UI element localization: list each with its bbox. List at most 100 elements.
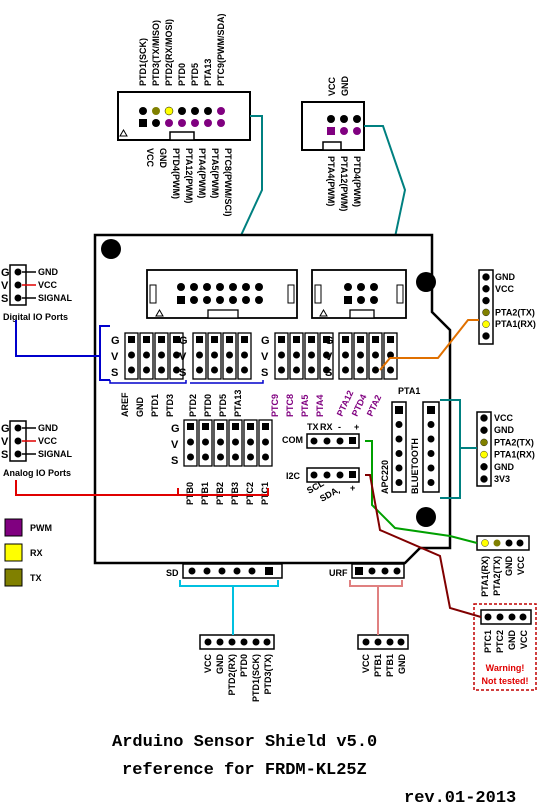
pin xyxy=(357,336,364,343)
pin xyxy=(480,475,488,483)
right-pin-label: PTA1(RX) xyxy=(480,556,490,597)
sd-header: SD xyxy=(166,563,283,579)
pin-label-bottom: PTA5(PWM) xyxy=(210,148,220,198)
right-pin-label: PTA1(RX) xyxy=(495,319,536,329)
analog-pin-label: PTC1 xyxy=(260,482,270,505)
sd-pin-label: GND xyxy=(215,654,225,675)
pin-label-top: PTD2(RX/MOSI) xyxy=(164,19,174,86)
urf-label: URF xyxy=(329,568,348,578)
pin xyxy=(247,438,254,446)
pin xyxy=(14,424,22,432)
pin xyxy=(293,336,300,343)
signal-label: VCC xyxy=(38,280,58,290)
pin xyxy=(226,336,233,343)
pin xyxy=(482,273,490,281)
pin-label-bottom: GND xyxy=(158,148,168,169)
pin-label-top: VCC xyxy=(327,76,337,96)
board-header-left xyxy=(146,269,298,319)
warning-line2: Not tested! xyxy=(482,676,529,686)
right-pin-label: PTA2(TX) xyxy=(492,556,502,596)
warning-line1: Warning! xyxy=(486,663,525,673)
pin-label-bottom: VCC xyxy=(145,148,155,168)
pin xyxy=(262,453,269,461)
pin xyxy=(482,285,490,293)
right-pin-label: VCC xyxy=(494,413,514,423)
pin xyxy=(323,336,330,343)
pin xyxy=(387,366,394,374)
gvs-label: S xyxy=(179,367,186,379)
pin xyxy=(395,435,403,443)
i2c-label: I2C xyxy=(286,471,301,481)
pin xyxy=(262,423,269,430)
right-pin-label: PTA1(RX) xyxy=(494,450,535,460)
pin xyxy=(278,336,285,343)
pin xyxy=(128,336,135,343)
digital-pin-label: PTD5 xyxy=(218,394,228,417)
pin xyxy=(187,423,194,430)
pin xyxy=(308,366,315,374)
pin xyxy=(217,438,224,446)
signal-label: GND xyxy=(38,423,59,433)
analog-pin-label: PTC2 xyxy=(245,482,255,505)
pin xyxy=(211,351,218,359)
pin xyxy=(427,406,435,414)
pin xyxy=(395,450,403,457)
pin xyxy=(480,463,488,471)
pin xyxy=(14,450,22,458)
pin xyxy=(293,366,300,374)
gvs-label: S xyxy=(261,367,268,379)
right-pin-label: PTC1 xyxy=(483,630,493,653)
pin xyxy=(395,479,403,486)
pin xyxy=(427,421,435,428)
pin xyxy=(308,336,315,343)
pin xyxy=(372,351,379,359)
com-pin-label: + xyxy=(354,422,359,432)
pin xyxy=(342,336,349,343)
pta1-label: PTA1 xyxy=(398,386,420,396)
gvs-label: S xyxy=(171,455,178,467)
pin xyxy=(202,453,209,461)
analog-pin-label: PTB1 xyxy=(200,482,210,505)
sd-pin-label: PTD1(SCK) xyxy=(251,654,261,702)
urf-header: URF xyxy=(329,563,405,579)
i2c-pin-label: - xyxy=(334,491,344,494)
pin xyxy=(14,268,22,276)
pin xyxy=(158,351,165,359)
pin-label-bottom: PTD4(PWM) xyxy=(352,156,362,207)
pin xyxy=(232,453,239,461)
i2c-pin-label: + xyxy=(350,483,355,493)
right-pin-label: VCC xyxy=(495,284,515,294)
pin xyxy=(14,437,22,445)
com-label: COM xyxy=(282,435,303,445)
pin xyxy=(143,336,150,343)
gvs-label: G xyxy=(325,335,334,347)
pin-label-top: PTD1(SCK) xyxy=(138,38,148,86)
signal-label: VCC xyxy=(38,436,58,446)
pin xyxy=(372,336,379,343)
right-pin-label: GND xyxy=(504,556,514,577)
digital-pin-label: PTD2 xyxy=(188,394,198,417)
pin xyxy=(232,423,239,430)
title-line2: reference for FRDM-KL25Z xyxy=(122,761,367,780)
right-pin-label: VCC xyxy=(519,630,529,650)
pin xyxy=(173,336,180,343)
pin xyxy=(241,336,248,343)
pin xyxy=(158,366,165,374)
gvs-label: G xyxy=(1,423,10,435)
pin xyxy=(427,435,435,443)
digital-pin-label: PTD1 xyxy=(150,394,160,417)
board-header-right xyxy=(311,269,407,319)
pin xyxy=(427,479,435,486)
legend-swatch xyxy=(4,568,23,587)
gvs-label: S xyxy=(1,293,8,305)
pin xyxy=(342,366,349,374)
pin xyxy=(211,336,218,343)
pin xyxy=(342,351,349,359)
right-pin-label: GND xyxy=(494,425,515,435)
pin-label-bottom: PTA12(PWM) xyxy=(339,156,349,211)
analog-pin-label: PTB3 xyxy=(230,482,240,505)
